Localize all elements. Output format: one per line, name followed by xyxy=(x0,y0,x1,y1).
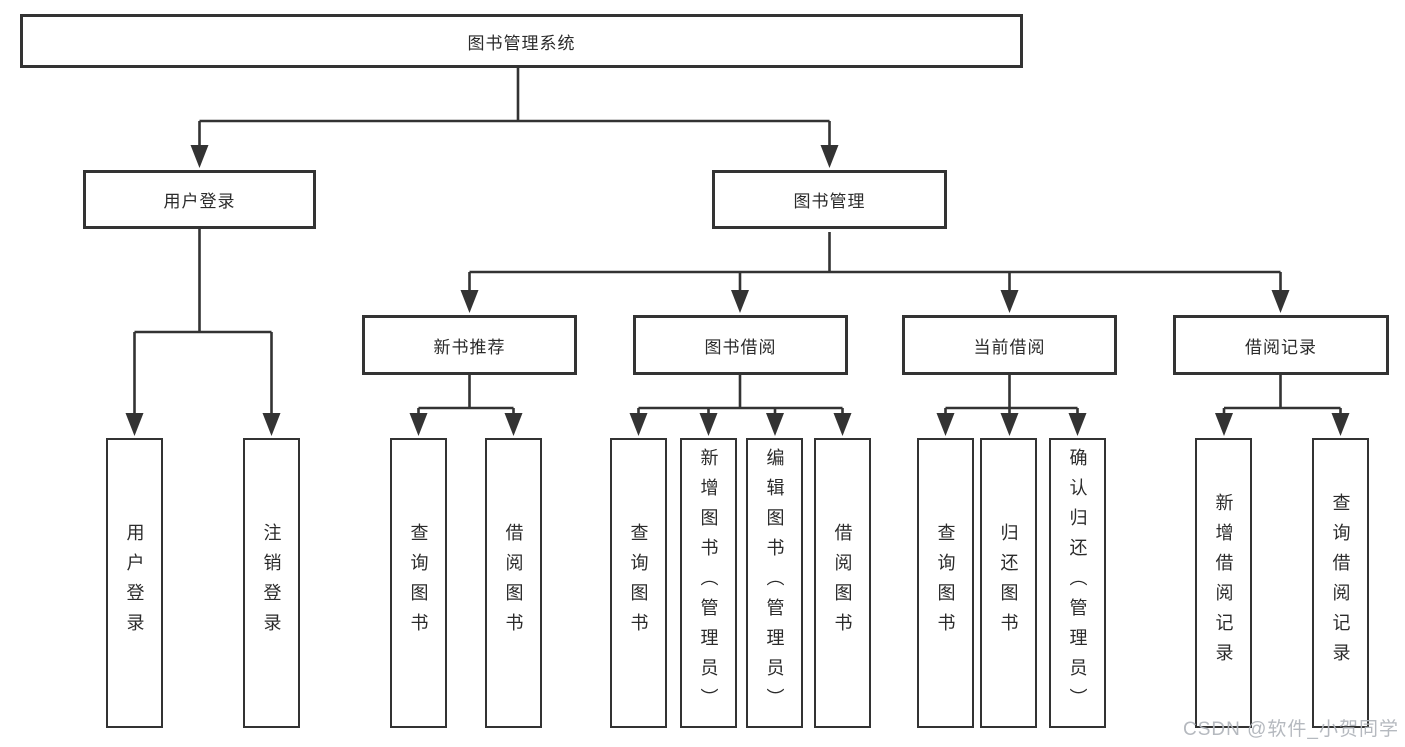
node-leaf-query-books: 查询图书 xyxy=(390,438,447,728)
arrowhead-icon xyxy=(1331,413,1350,436)
node-label: 查询借阅记录 xyxy=(1330,493,1351,673)
arrowhead-icon xyxy=(1215,413,1233,436)
node-leaf-logout: 注销登录 xyxy=(243,438,300,728)
edge-bookmgmt-to-level3 xyxy=(460,232,1290,313)
node-leaf-confirm-return-admin: 确认归还（管理员） xyxy=(1049,438,1106,728)
node-label: 归还图书 xyxy=(998,523,1019,643)
node-label: 图书管理 xyxy=(793,192,866,211)
node-label: 新书推荐 xyxy=(433,337,506,357)
node-label: 编辑图书（管理员） xyxy=(764,448,785,718)
node-leaf-query-borrow-record: 查询借阅记录 xyxy=(1312,438,1369,728)
node-leaf-borrow-books: 借阅图书 xyxy=(485,438,542,728)
arrowhead-icon xyxy=(936,413,955,436)
node-label: 查询图书 xyxy=(408,523,429,643)
node-user-login: 用户登录 xyxy=(83,170,316,229)
edge-root-to-level2 xyxy=(190,68,839,168)
arrowhead-icon xyxy=(1271,290,1290,313)
node-label: 新增图书（管理员） xyxy=(698,448,719,718)
arrowhead-icon xyxy=(820,145,839,168)
arrowhead-icon xyxy=(504,413,523,436)
node-leaf-add-books-admin: 新增图书（管理员） xyxy=(680,438,737,728)
node-leaf-edit-books-admin: 编辑图书（管理员） xyxy=(746,438,803,728)
edge-userlogin-to-leaves xyxy=(125,229,281,436)
csdn-watermark: CSDN @软件_小贺同学 xyxy=(1183,719,1399,740)
arrowhead-icon xyxy=(262,413,281,436)
edge-newbookrec-to-leaves xyxy=(409,375,523,436)
node-current-borrow: 当前借阅 xyxy=(902,315,1117,375)
node-label: 借阅图书 xyxy=(503,523,524,643)
edge-currentborrow-to-leaves xyxy=(936,375,1087,436)
node-label: 查询图书 xyxy=(628,523,649,643)
edge-borrowrecords-to-leaves xyxy=(1215,375,1350,436)
node-label: 确认归还（管理员） xyxy=(1067,448,1088,718)
node-new-book-recommend: 新书推荐 xyxy=(362,315,577,375)
arrowhead-icon xyxy=(731,290,749,313)
node-leaf-add-borrow-record: 新增借阅记录 xyxy=(1195,438,1252,728)
arrowhead-icon xyxy=(699,413,718,436)
arrowhead-icon xyxy=(1068,413,1087,436)
arrowhead-icon xyxy=(629,413,648,436)
node-book-management: 图书管理 xyxy=(712,170,947,229)
node-borrow-records: 借阅记录 xyxy=(1173,315,1389,375)
edge-bookborrow-to-leaves xyxy=(629,375,852,436)
node-label: 当前借阅 xyxy=(973,337,1046,357)
node-label: 图书借阅 xyxy=(704,337,777,357)
arrowhead-icon xyxy=(460,290,479,313)
node-leaf-return-books: 归还图书 xyxy=(980,438,1037,728)
node-leaf-query-books: 查询图书 xyxy=(610,438,667,728)
arrowhead-icon xyxy=(125,413,144,436)
arrowhead-icon xyxy=(1000,413,1019,436)
arrowhead-icon xyxy=(833,413,852,436)
node-leaf-user-login: 用户登录 xyxy=(106,438,163,728)
node-label: 用户登录 xyxy=(163,192,236,211)
arrowhead-icon xyxy=(409,413,428,436)
node-label: 借阅图书 xyxy=(832,523,853,643)
arrowhead-icon xyxy=(1000,290,1019,313)
node-label: 图书管理系统 xyxy=(467,33,576,53)
arrowhead-icon xyxy=(766,413,784,436)
node-book-borrow: 图书借阅 xyxy=(633,315,848,375)
node-leaf-borrow-books: 借阅图书 xyxy=(814,438,871,728)
node-label: 新增借阅记录 xyxy=(1213,493,1234,673)
node-leaf-query-books: 查询图书 xyxy=(917,438,974,728)
node-label: 借阅记录 xyxy=(1245,337,1317,357)
node-label: 注销登录 xyxy=(261,523,282,643)
node-label: 用户登录 xyxy=(124,523,145,643)
arrowhead-icon xyxy=(190,145,209,168)
node-label: 查询图书 xyxy=(935,523,956,643)
node-system-root: 图书管理系统 xyxy=(20,14,1023,68)
